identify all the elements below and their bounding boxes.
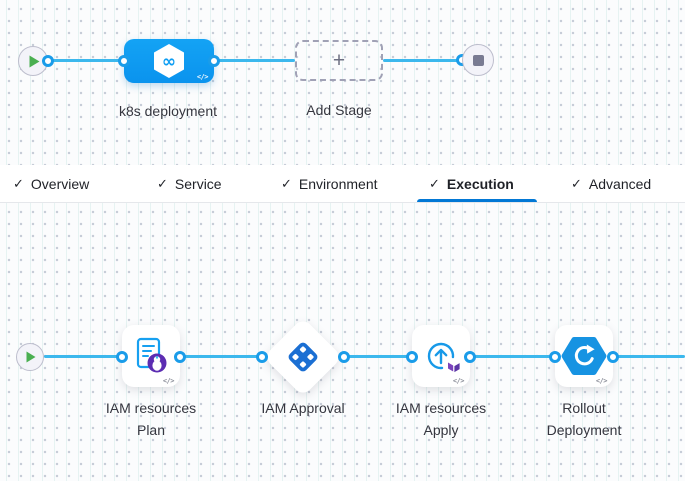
edge-line bbox=[613, 355, 685, 358]
step-node-iam-resources-plan[interactable]: </> bbox=[122, 325, 180, 387]
add-stage-label: Add Stage bbox=[306, 102, 372, 118]
stop-icon bbox=[472, 54, 484, 66]
step-node-rollout-deployment[interactable]: </> bbox=[555, 325, 613, 387]
play-icon bbox=[29, 55, 40, 68]
stage-label: k8s deployment bbox=[118, 103, 218, 119]
step-label: IAM Approval bbox=[261, 400, 345, 416]
edge-line bbox=[214, 59, 295, 62]
link-port[interactable] bbox=[607, 351, 619, 363]
edge-line bbox=[44, 355, 122, 358]
step-node-iam-resources-apply[interactable]: </> bbox=[412, 325, 470, 387]
link-port[interactable] bbox=[174, 351, 186, 363]
code-icon: </> bbox=[196, 73, 209, 81]
link-port[interactable] bbox=[118, 55, 130, 67]
plus-icon: + bbox=[332, 49, 346, 72]
check-icon: ✓ bbox=[429, 175, 440, 191]
link-port[interactable] bbox=[116, 351, 128, 363]
stage-canvas bbox=[0, 0, 685, 165]
check-icon: ✓ bbox=[571, 175, 582, 191]
approval-icon bbox=[282, 336, 324, 378]
tab-overview[interactable]: ✓ Overview bbox=[13, 175, 90, 192]
check-icon: ✓ bbox=[13, 175, 24, 191]
execution-start-node[interactable] bbox=[16, 343, 44, 371]
link-port[interactable] bbox=[549, 351, 561, 363]
code-icon: </> bbox=[162, 377, 175, 385]
svg-text:∞: ∞ bbox=[162, 52, 176, 72]
link-port[interactable] bbox=[338, 351, 350, 363]
stage-node-k8s-deployment[interactable]: ∞ </> bbox=[124, 39, 214, 83]
edge-line bbox=[383, 59, 462, 62]
pipeline-end-node[interactable] bbox=[462, 44, 494, 76]
link-port[interactable] bbox=[406, 351, 418, 363]
cd-stage-icon: ∞ bbox=[151, 42, 187, 80]
step-node-iam-approval[interactable] bbox=[263, 317, 343, 397]
add-stage-button[interactable]: + bbox=[295, 40, 383, 81]
edge-line bbox=[180, 355, 262, 358]
tab-advanced[interactable]: ✓ Advanced bbox=[571, 175, 652, 192]
play-icon bbox=[26, 351, 36, 363]
rollout-deployment-icon bbox=[561, 336, 607, 376]
link-port[interactable] bbox=[256, 351, 268, 363]
link-port[interactable] bbox=[42, 55, 54, 67]
check-icon: ✓ bbox=[157, 175, 168, 191]
edge-line bbox=[344, 355, 412, 358]
code-icon: </> bbox=[595, 377, 608, 385]
stage-tabbar: ✓ Overview ✓ Service ✓ Environment ✓ Exe… bbox=[0, 165, 685, 203]
edge-line bbox=[470, 355, 555, 358]
tab-execution[interactable]: ✓ Execution bbox=[429, 175, 514, 192]
active-tab-underline bbox=[417, 199, 537, 202]
tab-environment[interactable]: ✓ Environment bbox=[281, 175, 378, 192]
terraform-apply-icon bbox=[419, 335, 463, 377]
check-icon: ✓ bbox=[281, 175, 292, 191]
code-icon: </> bbox=[452, 377, 465, 385]
link-port[interactable] bbox=[208, 55, 220, 67]
tab-service[interactable]: ✓ Service bbox=[157, 175, 222, 192]
link-port[interactable] bbox=[464, 351, 476, 363]
edge-line bbox=[48, 59, 124, 62]
terraform-plan-icon bbox=[131, 336, 171, 376]
